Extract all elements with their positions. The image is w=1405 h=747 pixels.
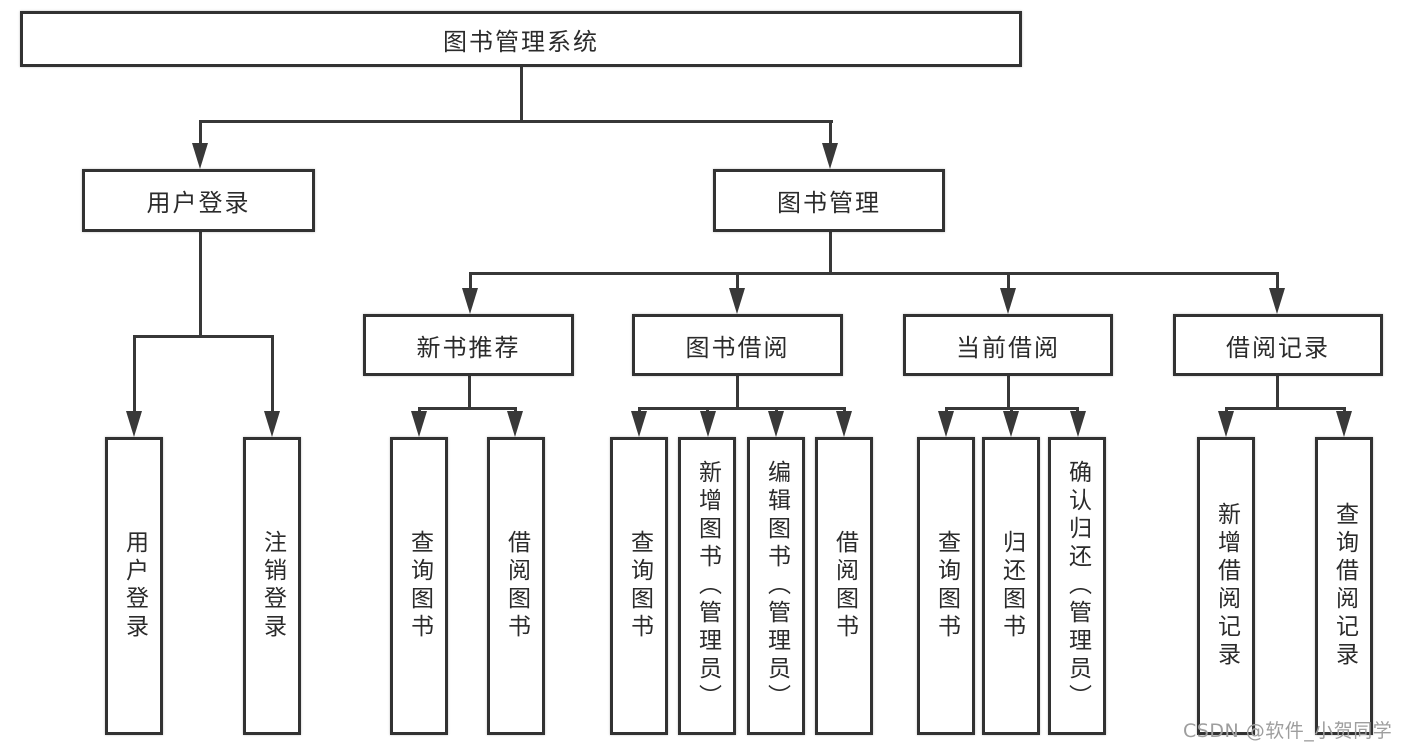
arrow-query-books-b-icon xyxy=(631,411,647,437)
arrow-add-record-icon xyxy=(1218,411,1234,437)
arrow-book-mgmt-icon xyxy=(822,143,838,169)
arrow-edit-books-icon xyxy=(768,411,784,437)
connector-root-stem xyxy=(519,67,523,120)
connector-drop-return-books xyxy=(1009,407,1013,413)
node-add-record-label: 新增借阅记录 xyxy=(1213,502,1240,670)
connector-borrow-records-stem xyxy=(1275,376,1279,407)
arrow-confirm-return-icon xyxy=(1069,411,1086,437)
connector-drop-current-borrow xyxy=(1006,272,1010,290)
connector-borrow-records-split-bar xyxy=(1224,407,1346,410)
arrow-query-books-a-icon xyxy=(411,411,427,437)
connector-user-login-stem xyxy=(198,232,202,338)
connector-drop-book-mgmt xyxy=(828,120,832,145)
node-current-borrow: 当前借阅 xyxy=(903,314,1113,376)
node-query-books-b-label: 查询图书 xyxy=(626,530,653,642)
node-login-label: 用户登录 xyxy=(121,530,148,642)
connector-drop-query-record xyxy=(1342,407,1346,413)
node-user-login: 用户登录 xyxy=(82,169,315,232)
connector-drop-query-books-b xyxy=(637,407,641,413)
connector-drop-query-books-c xyxy=(944,407,948,413)
connector-new-books-split-bar xyxy=(417,407,517,410)
connector-drop-add-record xyxy=(1224,407,1228,413)
node-book-mgmt-label: 图书管理 xyxy=(777,189,881,217)
node-return-books-label: 归还图书 xyxy=(998,530,1025,642)
arrow-current-borrow-icon xyxy=(1000,288,1016,314)
connector-root-split-bar xyxy=(198,120,833,123)
connector-drop-confirm-return xyxy=(1076,407,1079,413)
node-new-books: 新书推荐 xyxy=(363,314,574,376)
node-query-record: 查询借阅记录 xyxy=(1315,437,1373,735)
node-add-books: 新增图书（管理员） xyxy=(678,437,736,735)
node-add-books-label: 新增图书（管理员） xyxy=(694,460,721,712)
node-borrow-records: 借阅记录 xyxy=(1173,314,1383,376)
node-borrow-books-b: 借阅图书 xyxy=(815,437,873,735)
csdn-watermark: CSDN @软件_小贺同学 xyxy=(1183,720,1393,742)
connector-drop-user-login xyxy=(198,120,202,145)
node-logout: 注销登录 xyxy=(243,437,301,735)
arrow-query-record-icon xyxy=(1336,411,1352,437)
connector-book-mgmt-stem xyxy=(828,232,832,275)
connector-drop-edit-books xyxy=(774,407,778,413)
node-add-record: 新增借阅记录 xyxy=(1197,437,1255,735)
node-borrow-books-a-label: 借阅图书 xyxy=(503,530,530,642)
node-borrow-records-label: 借阅记录 xyxy=(1226,333,1330,362)
arrow-book-borrow-icon xyxy=(729,288,745,314)
connector-drop-borrow-books-b xyxy=(842,407,846,413)
node-borrow-books-a: 借阅图书 xyxy=(487,437,545,735)
arrow-query-books-c-icon xyxy=(938,411,954,437)
node-query-record-label: 查询借阅记录 xyxy=(1331,502,1358,670)
arrow-add-books-icon xyxy=(699,411,716,437)
connector-current-borrow-stem xyxy=(1006,376,1010,407)
connector-drop-add-books xyxy=(706,407,709,413)
node-login: 用户登录 xyxy=(105,437,163,735)
node-edit-books: 编辑图书（管理员） xyxy=(747,437,805,735)
arrow-user-login-icon xyxy=(192,143,208,169)
connector-book-borrow-stem xyxy=(735,376,739,407)
node-book-mgmt: 图书管理 xyxy=(713,169,945,232)
node-query-books-c-label: 查询图书 xyxy=(933,530,960,642)
node-confirm-return-label: 确认归还（管理员） xyxy=(1064,460,1091,712)
arrow-borrow-books-b-icon xyxy=(836,411,852,437)
connector-drop-borrow-books-a xyxy=(513,407,517,413)
node-book-borrow: 图书借阅 xyxy=(632,314,843,376)
arrow-logout-icon xyxy=(264,411,280,437)
connector-drop-borrow-records xyxy=(1275,272,1279,290)
connector-drop-login xyxy=(132,335,136,413)
node-borrow-books-b-label: 借阅图书 xyxy=(831,530,858,642)
connector-book-mgmt-split-bar xyxy=(468,272,1279,275)
connector-drop-book-borrow xyxy=(735,272,739,290)
node-root-label: 图书管理系统 xyxy=(443,27,599,56)
node-confirm-return: 确认归还（管理员） xyxy=(1048,437,1106,735)
connector-drop-query-books-a xyxy=(417,407,421,413)
arrow-borrow-records-icon xyxy=(1269,288,1285,314)
node-new-books-label: 新书推荐 xyxy=(416,333,521,362)
node-return-books: 归还图书 xyxy=(982,437,1040,735)
node-current-borrow-label: 当前借阅 xyxy=(956,333,1060,362)
node-query-books-a: 查询图书 xyxy=(390,437,448,735)
connector-drop-new-books xyxy=(468,272,472,290)
connector-user-login-split-bar xyxy=(132,335,274,338)
node-logout-label: 注销登录 xyxy=(259,530,286,642)
node-query-books-b: 查询图书 xyxy=(610,437,668,735)
arrow-login-icon xyxy=(126,411,142,437)
connector-book-borrow-split-bar xyxy=(637,407,846,410)
node-root: 图书管理系统 xyxy=(20,11,1022,67)
node-query-books-c: 查询图书 xyxy=(917,437,975,735)
connector-drop-logout xyxy=(270,335,274,413)
node-edit-books-label: 编辑图书（管理员） xyxy=(763,460,790,712)
node-book-borrow-label: 图书借阅 xyxy=(685,333,790,362)
connector-new-books-stem xyxy=(467,376,471,407)
arrow-new-books-icon xyxy=(462,288,478,314)
arrow-return-books-icon xyxy=(1003,411,1019,437)
node-query-books-a-label: 查询图书 xyxy=(406,530,433,642)
node-user-login-label: 用户登录 xyxy=(146,189,251,217)
arrow-borrow-books-a-icon xyxy=(507,411,523,437)
